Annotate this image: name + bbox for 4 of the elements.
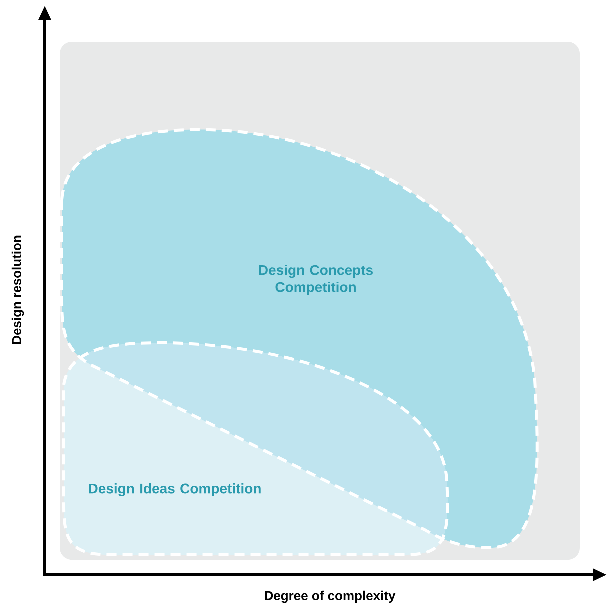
- axis-title: Degree of complexity: [265, 590, 396, 604]
- region-label: Design Concepts Competition: [259, 264, 373, 296]
- region-label: Design Ideas Competition: [89, 483, 261, 497]
- axis-title: Design resolution: [12, 236, 24, 344]
